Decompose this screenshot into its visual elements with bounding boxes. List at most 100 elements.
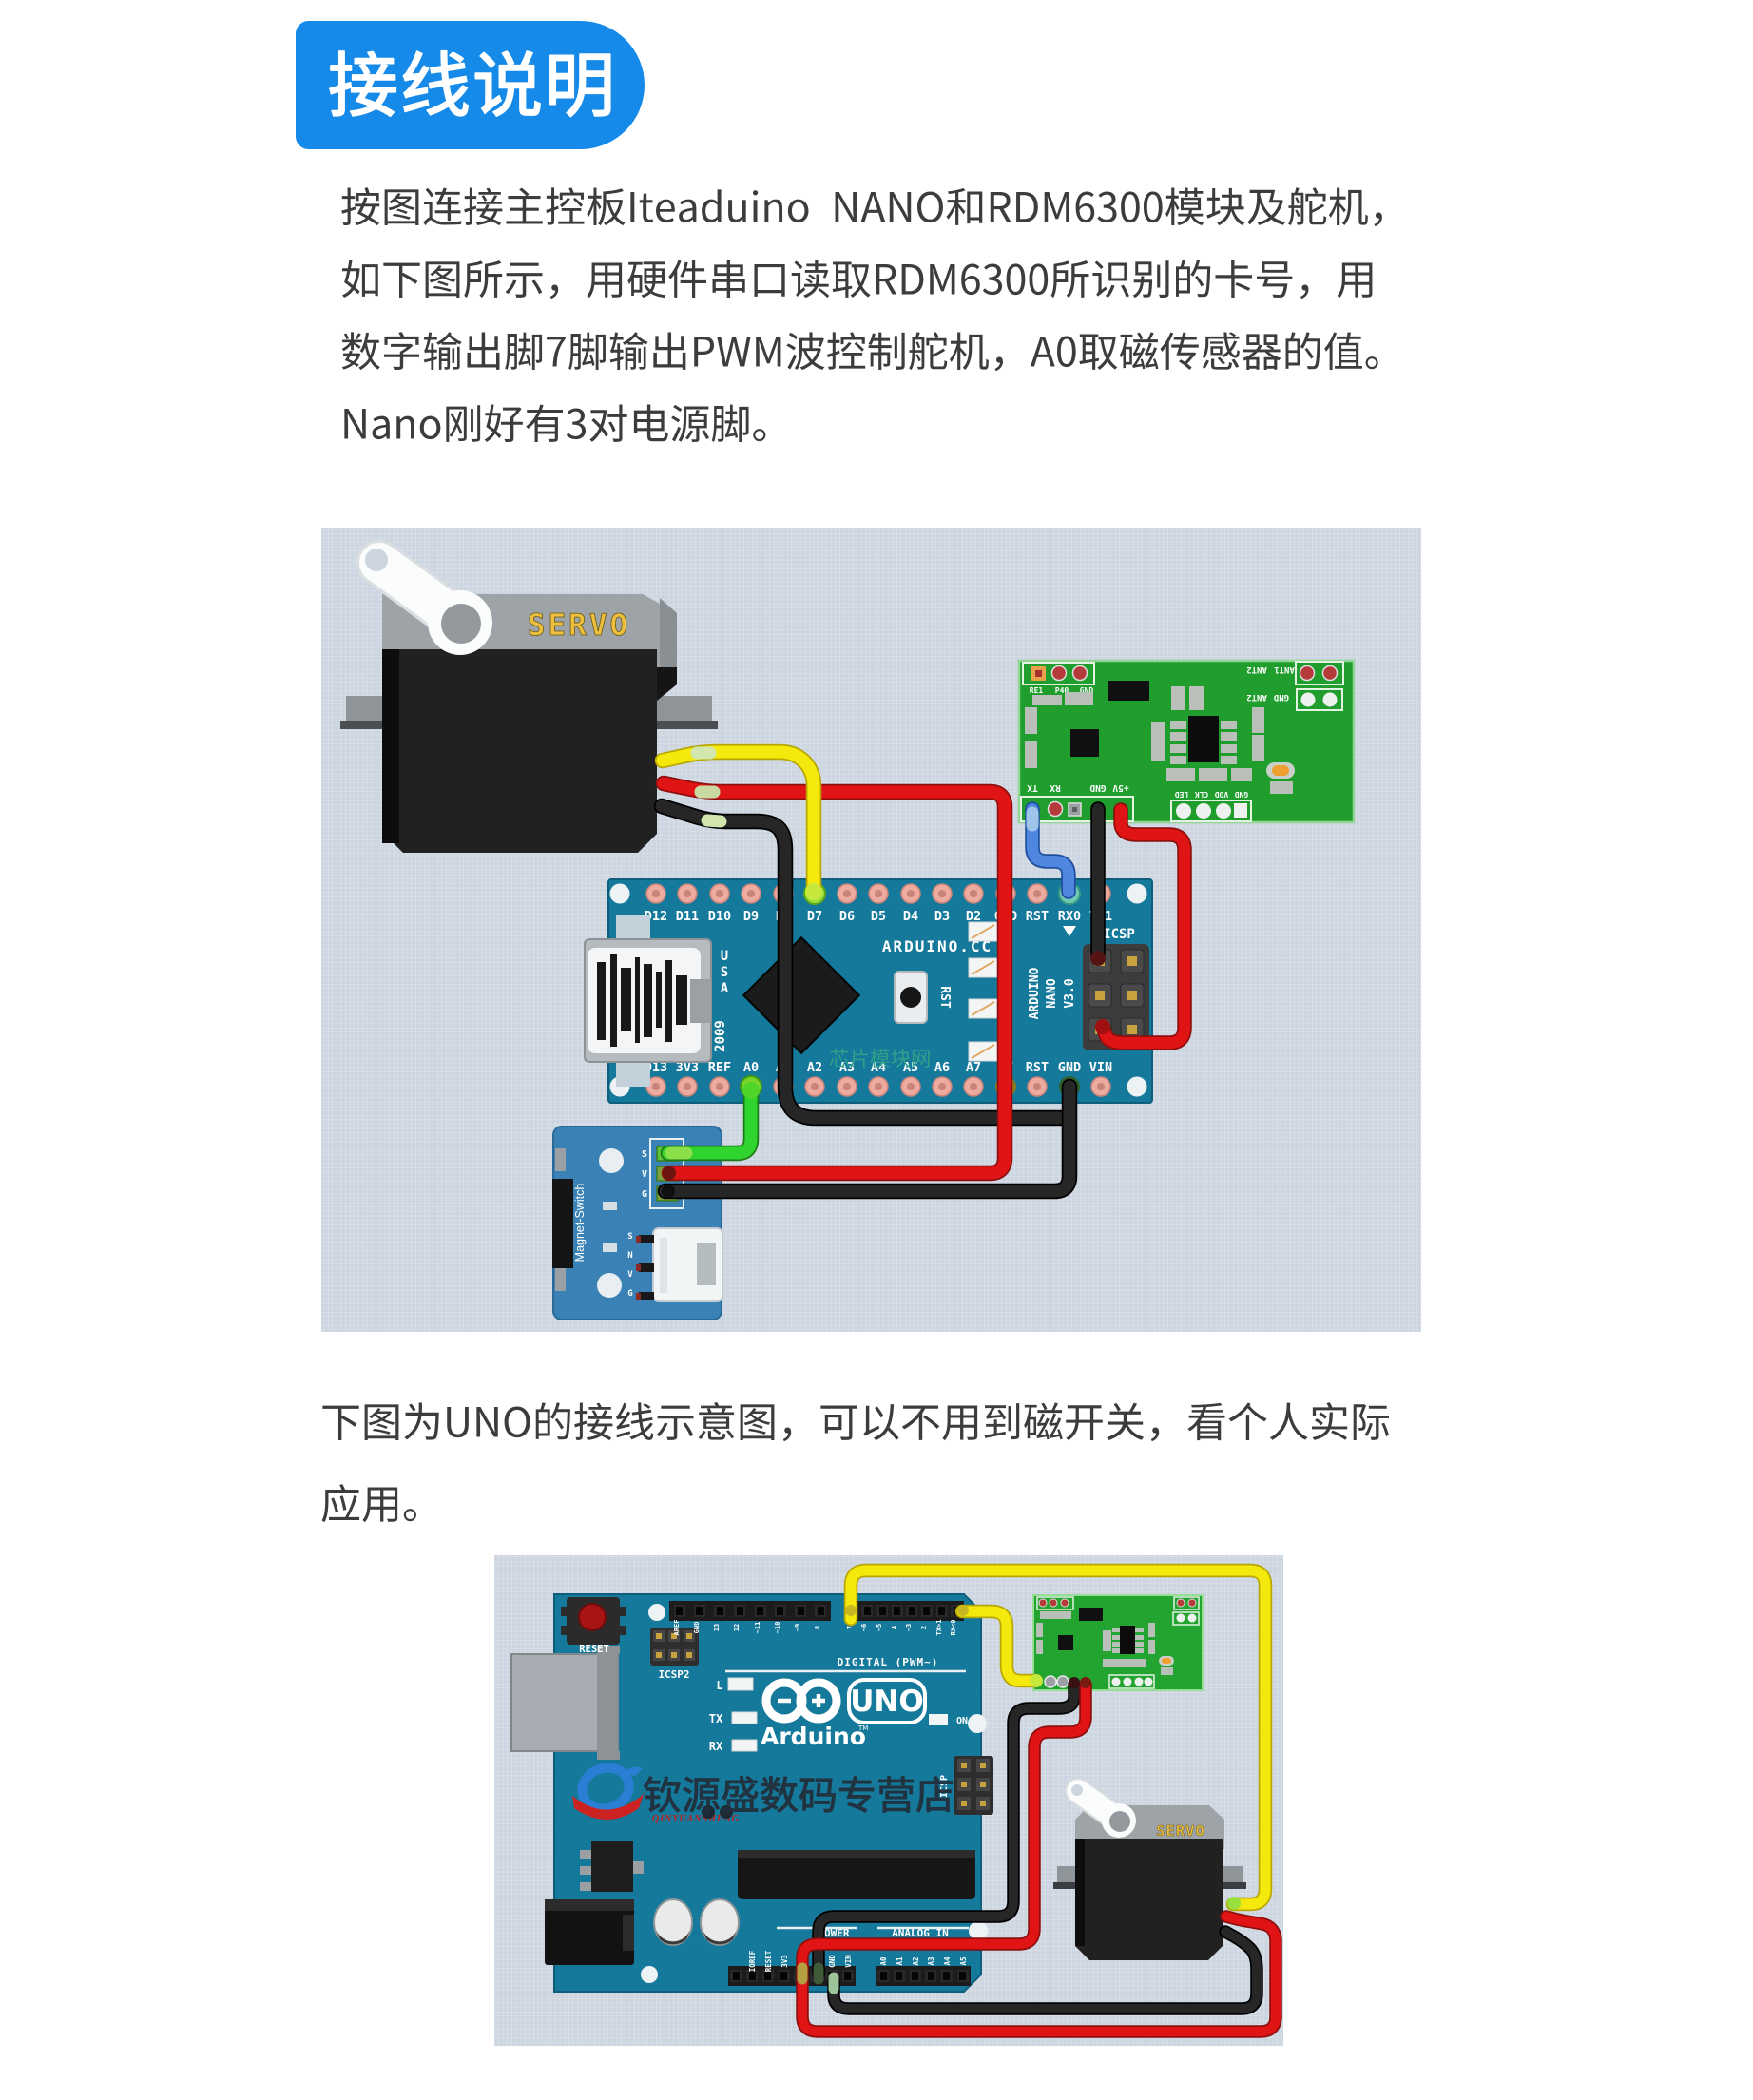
uno-pin-label: ~10 [774, 1622, 781, 1634]
uno-digital-label: DIGITAL (PWM~) [838, 1656, 939, 1668]
rdm-ant-label: ANT1 [1274, 665, 1295, 674]
uno-on-label: ON [956, 1716, 968, 1726]
rdm-uart-label: RX [1050, 782, 1061, 793]
servo-motor: SERVO [340, 540, 718, 853]
wiring-diagram-nano: Magnet-SwitchSVGSNVGD12D13D113V3D10REFD9… [321, 528, 1421, 1332]
arduino-nano-board: D12D13D113V3D10REFD9A0D8A1D7A2D6A3D5A4D4… [584, 878, 1153, 1104]
nano-vertical-text: NANO [1045, 978, 1059, 1008]
magnet-pin-label: V [642, 1169, 647, 1180]
uno-pin-label: 4 [891, 1626, 898, 1629]
intro-line-2 [340, 257, 1381, 308]
rdm-io-label: CLK [1195, 790, 1209, 799]
uno-pin-label: GND [693, 1622, 701, 1634]
uno-pin-label: RESET [764, 1950, 773, 1972]
nano-pin-label: RST [1026, 909, 1049, 924]
uno-pin-label: ~5 [876, 1624, 883, 1631]
nano-pin-label: A2 [807, 1060, 822, 1075]
uno-reset-label: RESET [579, 1644, 609, 1655]
uno-led-tx: TX [709, 1712, 723, 1725]
uno-led-rx: RX [709, 1740, 723, 1753]
magnet-pin-label: G [642, 1189, 647, 1200]
nano-brand-text: ARDUINO.CC [882, 937, 992, 955]
shop-watermark: QINYUANSHENG [572, 1763, 954, 1824]
arduino-logo [761, 1678, 841, 1724]
nano-pin-label: RST [1026, 1060, 1049, 1075]
rdm-io-label: VDD [1215, 790, 1229, 799]
nano-pin-label: D6 [839, 909, 855, 924]
nano-pin-label: RX0 [1058, 909, 1081, 924]
nano-vertical-text: V3.0 [1063, 978, 1077, 1008]
nano-rst-label: RST [937, 986, 952, 1009]
uno-digital-header-left [669, 1601, 831, 1621]
uno-pin-label: 3V3 [780, 1955, 789, 1968]
magnet-jst-label: S [627, 1232, 632, 1242]
reed-switch [552, 1179, 573, 1268]
uno-pin-label: RX<0 [950, 1620, 957, 1636]
wires [796, 1563, 1282, 2038]
uno-pin-label: 13 [713, 1624, 721, 1631]
uno-pin-label: A0 [879, 1956, 888, 1966]
note-line-2 [320, 1481, 448, 1532]
uno-pin-label: ~6 [860, 1624, 868, 1631]
wires [653, 743, 1192, 1200]
uno-icsp2-label: ICSP2 [658, 1668, 689, 1681]
uno-pin-label: TX>1 [935, 1620, 943, 1636]
section-title-badge [296, 21, 645, 149]
uno-pin-label: AREF [673, 1620, 681, 1636]
uno-pin-label: 8 [814, 1626, 821, 1629]
magnet-switch-label: Magnet-Switch [573, 1184, 587, 1262]
wire-crimp-sleeve [701, 814, 727, 828]
servo-motor: SERVO [1053, 1778, 1246, 1960]
nano-pin-label: D4 [903, 909, 918, 924]
rdm-top-pin-label: GND [1080, 686, 1094, 695]
servo-label: SERVO [528, 608, 630, 643]
rdm-top-pin-label: P40 [1055, 686, 1069, 695]
site-watermark [829, 1048, 930, 1068]
uno-pin-label: ~9 [794, 1624, 801, 1631]
uno-analog-label: ANALOG IN [892, 1927, 949, 1939]
uno-pin-label: A3 [927, 1956, 935, 1966]
magnet-jst-label: G [627, 1289, 632, 1299]
rdm-top-pin-label: RE1 [1030, 686, 1044, 695]
nano-pin-label: A0 [743, 1060, 759, 1075]
intro-line-1 [340, 184, 1415, 236]
uno-pin-label: IOREF [748, 1950, 757, 1972]
uno-analog-header [876, 1966, 971, 1986]
uno-power-label: POWER [818, 1927, 849, 1939]
uno-icsp-label: ICSP [939, 1775, 950, 1798]
nano-pin-label: D3 [934, 909, 950, 924]
servo-label: SERVO [1156, 1822, 1205, 1840]
uno-pin-label: ~3 [905, 1624, 913, 1631]
nano-pin-label: D10 [708, 909, 731, 924]
nano-vertical-text: ARDUINO [1028, 967, 1042, 1019]
shop-logo-swoosh [572, 1763, 645, 1820]
uno-pin-label: 7 [846, 1626, 854, 1629]
nano-pin-label: REF [708, 1060, 731, 1075]
uno-pin-label: A5 [959, 1956, 968, 1965]
nano-pin-label: GND [1058, 1060, 1081, 1075]
shop-sub-text: QINYUANSHENG [652, 1814, 740, 1824]
nano-pin-label: VIN [1089, 1060, 1112, 1075]
uno-pin-label: VIN [844, 1955, 853, 1968]
nano-pin-label: D2 [966, 909, 981, 924]
rdm-uart-label: +5V [1112, 782, 1128, 793]
nano-usb-year: 2009 [713, 1020, 728, 1052]
magnet-pin-label: S [642, 1149, 647, 1160]
nano-pin-label: A7 [966, 1060, 981, 1075]
nano-pin-label: D5 [871, 909, 886, 924]
uno-digital-header-right [845, 1601, 964, 1621]
uno-pin-label: A1 [896, 1956, 904, 1966]
rdm6300-module [1032, 1594, 1204, 1691]
nano-pin-label: D9 [743, 909, 759, 924]
nano-icsp-label: ICSP [1103, 927, 1135, 942]
nano-mcu-chip [742, 935, 861, 1055]
section-title-text [328, 46, 625, 134]
uno-tm: TM [857, 1724, 868, 1732]
nano-pin-label: D11 [676, 909, 699, 924]
rdm-gnd-label: GND [1273, 692, 1289, 702]
uno-led-l: L [716, 1679, 722, 1692]
nano-pin-label: A3 [839, 1060, 855, 1075]
uno-pin-label: 2 [920, 1626, 928, 1629]
